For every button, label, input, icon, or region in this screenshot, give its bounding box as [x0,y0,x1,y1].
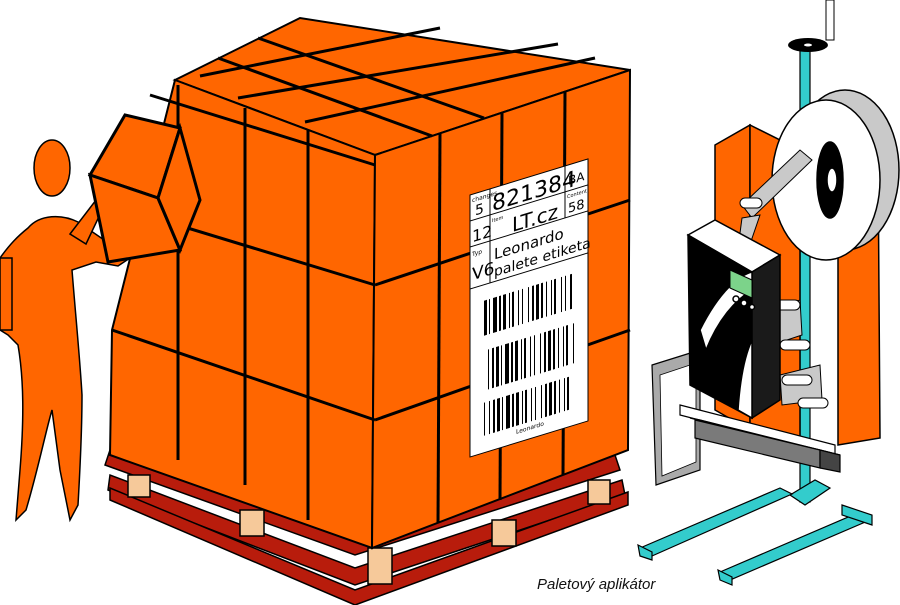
barcode-bar [566,325,568,366]
barcode-bar [558,328,559,368]
worker-head [34,140,70,196]
barcode-bar [573,323,574,363]
barcode-bar [528,287,529,322]
barcode-bar [489,401,490,434]
barcode-bar [499,296,501,332]
barcode-bar [493,399,495,433]
barcode-bar [521,339,522,379]
pallet-label: changes 5 821384 BA 12 Item LT.cz Conten… [470,158,591,457]
barcode-bar [541,283,543,319]
barcode-bar [516,392,519,426]
barcode-bar [506,395,510,429]
barcode-bar [497,398,500,432]
barcode-bar [535,387,536,420]
barcode-bar [505,343,509,384]
barcode-bar [515,340,518,381]
barcode-bar [564,378,565,411]
top-spindle [788,0,834,52]
barcode-bar [524,338,526,379]
barcode-bar [522,289,523,324]
barcode-bar [554,381,556,415]
barcode-bar [484,402,485,435]
barcode-bar [509,293,510,328]
barcode-bar [501,345,502,385]
label-changes-top: 5 [475,201,484,219]
applicator-caption: Paletový aplikátor [537,576,655,593]
barcode-bar [559,379,560,412]
barcode-bar [536,284,539,320]
barcode-bar [565,276,566,311]
barcode-bar [511,342,513,383]
control-unit [688,220,780,418]
barcode-bar [503,294,506,330]
barcode-bar [554,279,556,315]
barcode-bar [502,397,503,430]
barcode-bar [561,277,562,312]
barcode-bar [567,377,569,411]
worker-side-item [0,258,12,330]
barcode-bar [548,330,551,371]
barcode-bar [496,346,499,387]
barcode-bar [492,348,494,389]
barcode-bar [546,281,547,316]
barcode-bar [484,300,487,336]
carried-box [90,115,200,262]
barcode-bar [525,390,527,424]
barcode-bar [489,299,490,334]
barcode-bar [545,383,547,417]
barcode-bar [549,382,552,416]
barcode-bar [551,280,552,315]
barcode-bar [541,385,542,418]
barcode-bar [540,333,541,373]
label-applicator [638,0,899,585]
barcode-bar [553,329,555,370]
barcode-bar [518,290,519,325]
barcode-bar [531,388,532,421]
barcode-bar [563,326,564,366]
barcode-bar [493,297,497,333]
barcode-bar [534,335,535,375]
barcode-bar [512,292,514,328]
barcode-bar [522,391,523,424]
barcode-bar [570,274,572,310]
barcode-bar [512,394,514,428]
barcode-bar [532,285,534,321]
barcode-bar [488,349,489,389]
barcode-bar [530,336,531,376]
barcode-bar [544,332,546,373]
